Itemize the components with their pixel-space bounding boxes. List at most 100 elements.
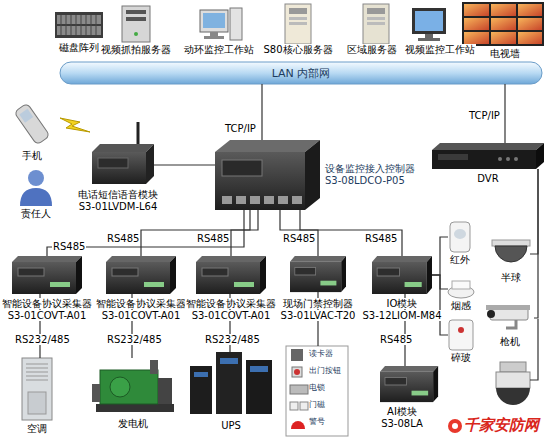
label-block: UPS (206, 420, 256, 432)
door-device-panel (292, 367, 302, 377)
device-node: 智能设备协议采集器S3-01COVT-A01 (196, 256, 266, 294)
node-label: S3-01LVAC-T20 (280, 310, 357, 321)
node-label: 枪机 (499, 336, 521, 347)
server-icon (126, 17, 146, 21)
edge-label-box: RS485 (364, 233, 398, 244)
camera-icon (496, 372, 530, 388)
server-icon (367, 22, 385, 25)
watermark-logo (448, 419, 462, 433)
device-node: UPS (190, 352, 272, 414)
camera-icon (500, 362, 526, 372)
label-block: 责任人 (14, 208, 58, 220)
edge-label-box: RS485 (282, 233, 316, 244)
tv-wall-icon (464, 32, 489, 44)
label-block: 设备监控接入控制器S3-08LDCO-P05 (324, 163, 428, 187)
node-label: 发电机 (117, 418, 149, 429)
workstation-icon (204, 36, 224, 39)
server-icon (367, 8, 385, 14)
device-node: 区域服务器 (362, 4, 390, 44)
node-label: S3-01COVT-A01 (101, 310, 182, 321)
generator-icon (92, 384, 100, 402)
device-node: 现场门禁控制器S3-01LVAC-T20 (290, 256, 346, 292)
label-line: 枪机 (490, 336, 530, 348)
device-node: 智能设备协议采集器S3-01COVT-A01 (12, 256, 82, 294)
server-icon (122, 6, 150, 42)
watermark-text: 千家安防网 (464, 417, 539, 434)
connector-line (261, 84, 262, 140)
connector-line (534, 169, 538, 318)
node-label: 视频抓拍服务器 (100, 44, 172, 55)
camera-icon (492, 240, 530, 246)
node-label: 智能设备协议采集器 (185, 298, 277, 309)
sensor-icon (452, 281, 470, 289)
collector-icon (380, 366, 438, 402)
ups-icon (194, 372, 208, 377)
label-block: 智能设备协议采集器S3-01COVT-A01 (0, 298, 95, 322)
label-line: AI模块 (363, 406, 441, 418)
workstation-icon (200, 10, 228, 32)
edge-label: RS232/485 (204, 334, 261, 345)
device-node: 责任人 (20, 168, 52, 206)
disk-array-icon (55, 12, 103, 38)
workstation-icon (412, 8, 446, 41)
tv-wall-icon (464, 4, 489, 16)
door-device-panel (291, 421, 305, 429)
lan-bus-bar (60, 62, 542, 84)
device-node: 空调 (22, 358, 52, 420)
label-line: S3-01LVDM-L64 (58, 201, 178, 213)
device-node: 磁盘阵列 (55, 12, 103, 38)
device-node: 碎玻 (448, 320, 474, 350)
label-block: 发电机 (108, 418, 158, 430)
label-line: 智能设备协议采集器 (184, 298, 278, 310)
label-block: 枪机 (490, 336, 530, 348)
edge-label: RS232/485 (106, 334, 163, 345)
node-label: 责任人 (20, 208, 52, 219)
edge-label: TCP/IP (224, 123, 257, 134)
node-label: LAN 内部网 (271, 67, 332, 80)
label-line: 电话短信语音模块 (58, 189, 178, 201)
edge-label: RS485 (282, 233, 316, 244)
device-node: 枪机 (486, 304, 534, 332)
label-line: 智能设备协议采集器 (0, 298, 95, 310)
node-label: 半球 (500, 272, 522, 283)
controller-icon (292, 196, 302, 204)
node-label: UPS (220, 420, 242, 431)
tv-wall-icon (491, 4, 516, 16)
controller-icon (250, 196, 260, 204)
node-label: 红外 (449, 254, 471, 265)
edge-label: TCP/IP (468, 110, 501, 121)
node-label: 动环监控工作站 (183, 44, 255, 55)
label-line: 动环监控工作站 (179, 44, 259, 56)
collector-icon (196, 256, 266, 294)
camera-icon (495, 246, 527, 262)
camera-icon (496, 388, 530, 405)
generator-icon (158, 378, 172, 404)
controller-icon (264, 196, 274, 204)
connector-line (432, 275, 448, 335)
edge-label-box: RS485 (379, 334, 413, 345)
label-line: UPS (206, 420, 256, 432)
node-label: S3-01COVT-A01 (191, 310, 272, 321)
door-device-panel (286, 346, 348, 436)
device-node: 发电机 (92, 358, 174, 412)
camera-icon (486, 305, 530, 310)
collector-icon (12, 256, 82, 294)
edge-label-box: RS485 (106, 233, 140, 244)
node-label: S3-01COVT-A01 (7, 310, 88, 321)
label-line: 碎玻 (444, 352, 478, 364)
server-icon (367, 17, 385, 20)
disk-array-icon (55, 12, 103, 38)
workstation-icon (210, 32, 218, 36)
node-label: 现场门禁控制器 (282, 298, 354, 309)
label-line: IO模块 (360, 298, 444, 310)
lan-bus-bar (60, 62, 542, 84)
device-node: 电话短信语音模块S3-01LVDM-L64 (92, 140, 154, 184)
node-label: DVR (476, 173, 499, 184)
generator-icon (100, 370, 158, 404)
edge-label-box: RS485 (196, 233, 230, 244)
server-icon (134, 32, 138, 36)
label-line: S3-01COVT-A01 (184, 310, 278, 322)
label-line: LAN 内部网 (231, 67, 371, 80)
server-icon (363, 4, 389, 44)
